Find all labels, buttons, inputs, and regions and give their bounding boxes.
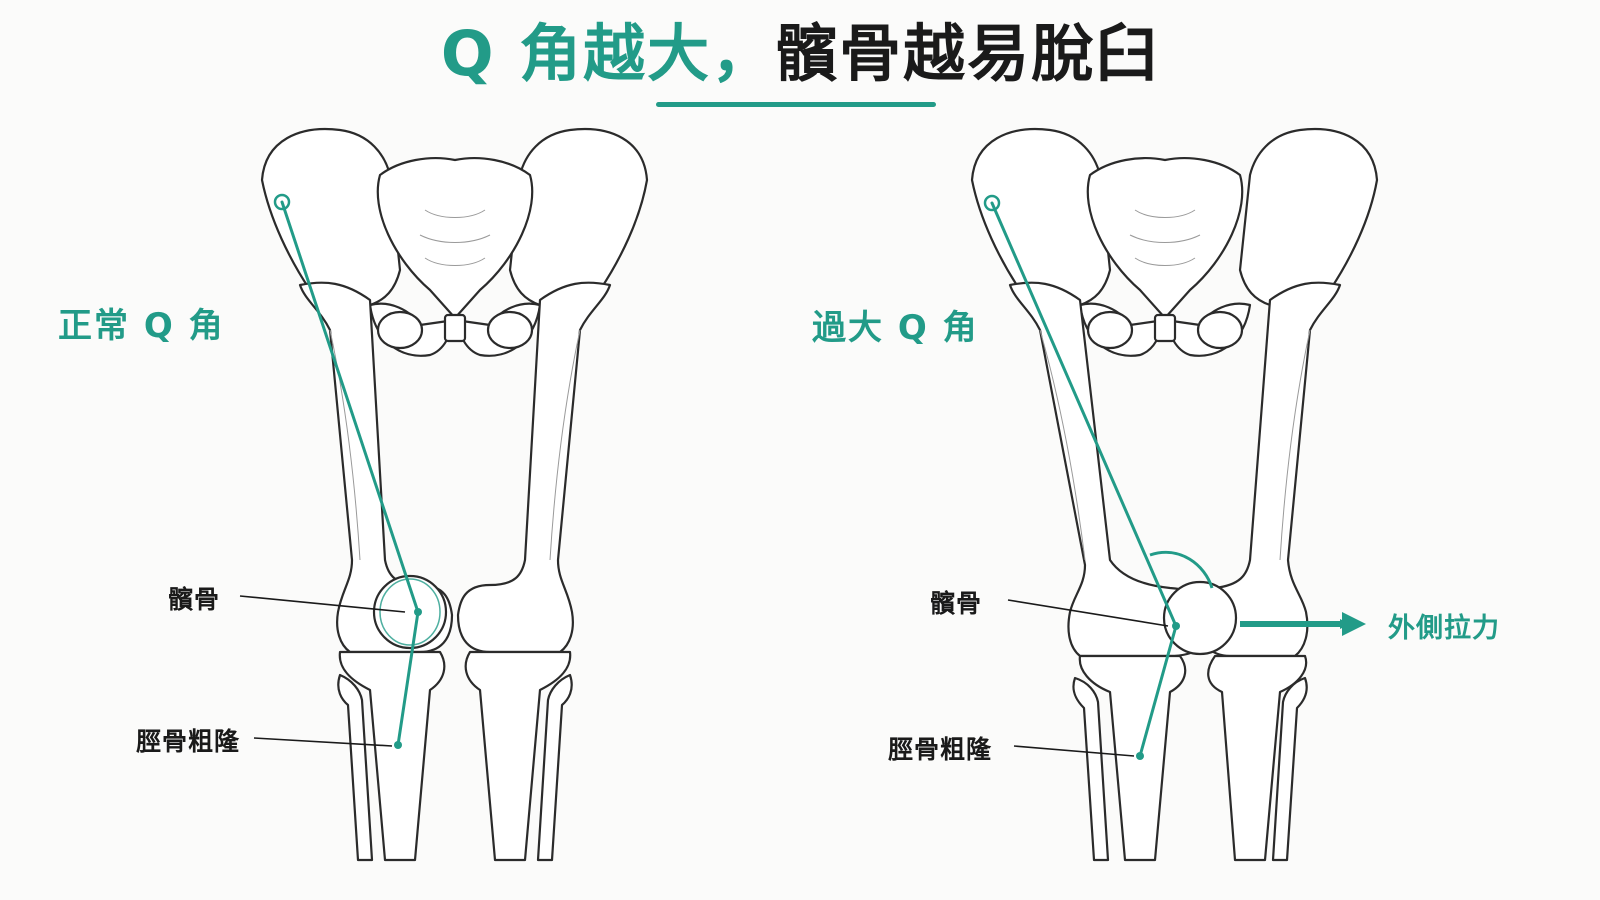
excessive-q-angle-figure [970,128,1379,862]
pelvis-left-figure [260,128,649,357]
title-accent: Q 角越大， [440,17,776,90]
normal-q-angle-label: 正常 Q 角 [58,306,225,346]
excessive-q-angle-label: 過大 Q 角 [812,308,979,348]
patella-left [372,574,448,650]
patella-right [1162,580,1238,656]
pelvis-right-figure [970,128,1379,357]
title-underline [656,102,936,107]
tibia-left-figure [337,650,573,862]
lateral-pull-label: 外側拉力 [1388,613,1500,644]
tibial-tuberosity-label-right: 脛骨粗隆 [888,735,993,764]
title-main: 髕骨越易脫臼 [775,17,1160,90]
tibial-tuberosity-label-left: 脛骨粗隆 [136,727,241,756]
patella-label-right: 髕骨 [930,589,983,618]
normal-q-angle-figure [239,128,649,862]
tibia-right-figure [1072,654,1308,862]
patella-label-left: 髕骨 [168,585,221,614]
diagram-title: Q 角越大，髕骨越易脫臼 [0,14,1600,94]
